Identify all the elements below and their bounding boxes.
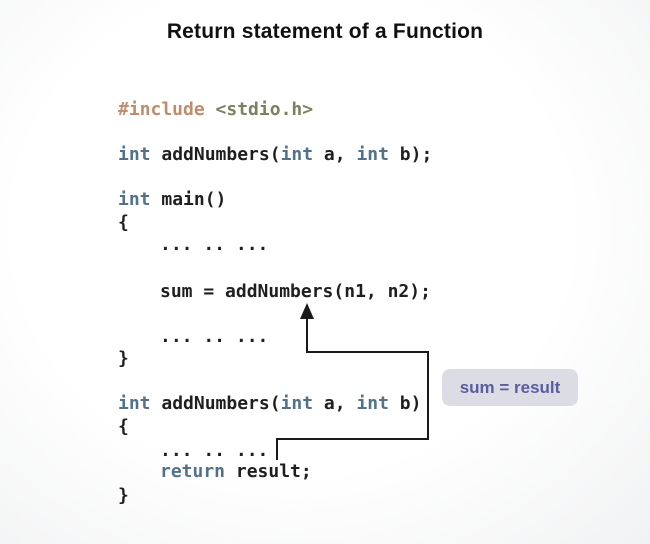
return-flow-line	[276, 315, 429, 460]
sum-result-badge-label: sum = result	[459, 377, 561, 397]
code-line-prototype: int addNumbers(int a, int b);	[118, 144, 432, 166]
code-token: }	[118, 348, 129, 369]
code-line-open-brace: {	[118, 212, 129, 234]
code-token: int	[356, 144, 389, 165]
code-token: b);	[388, 144, 433, 165]
code-line-ellipsis: ... .. ...	[160, 234, 268, 256]
code-line-close-brace: }	[118, 485, 129, 507]
code-token: a,	[313, 393, 357, 414]
page-title: Return statement of a Function	[166, 20, 484, 43]
code-token: a,	[313, 144, 357, 165]
code-token: ... .. ...	[160, 440, 269, 461]
code-line-definition: int addNumbers(int a, int b)	[118, 393, 421, 415]
code-token: sum = addNumbers(n1, n2);	[160, 281, 431, 302]
code-line-return: return result;	[160, 461, 312, 483]
code-token: {	[118, 212, 129, 233]
code-token: main()	[161, 189, 227, 210]
sum-result-badge: sum = result	[442, 369, 578, 406]
code-token: int	[280, 144, 314, 165]
code-token: addNumbers(	[161, 393, 281, 414]
code-token: int	[118, 144, 162, 165]
code-token: int	[118, 189, 162, 210]
code-token: int	[356, 393, 389, 414]
code-line-main: int main()	[118, 189, 226, 211]
code-token: result;	[235, 461, 312, 482]
code-line-ellipsis: ... .. ...	[160, 326, 268, 348]
code-line-include: #include <stdio.h>	[118, 99, 313, 121]
code-token: {	[118, 416, 129, 437]
code-token: addNumbers(	[161, 144, 281, 165]
code-line-open-brace: {	[118, 416, 129, 438]
code-token: return	[160, 461, 236, 482]
up-arrowhead-icon	[300, 303, 314, 319]
code-line-call: sum = addNumbers(n1, n2);	[160, 281, 431, 303]
code-token: #include	[118, 99, 216, 120]
code-token: <stdio.h>	[215, 99, 314, 120]
code-token: int	[280, 393, 314, 414]
code-line-ellipsis: ... .. ...	[160, 440, 268, 462]
code-token: b)	[388, 393, 422, 414]
code-token: }	[118, 485, 129, 506]
code-line-close-brace: }	[118, 348, 129, 370]
code-token: ... .. ...	[160, 234, 269, 255]
code-token: int	[118, 393, 162, 414]
code-token: ... .. ...	[160, 326, 269, 347]
